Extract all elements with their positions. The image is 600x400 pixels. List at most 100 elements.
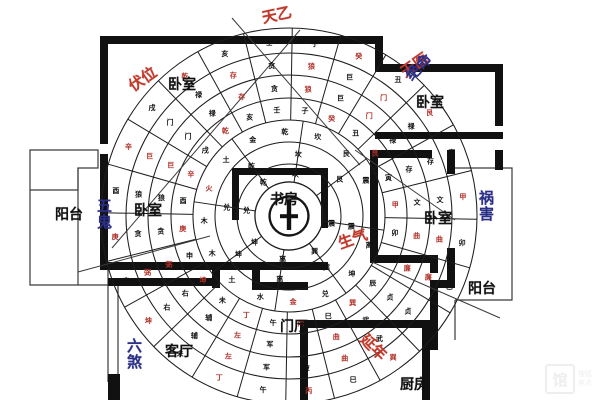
- ring-mid3-cell-2: 癸: [327, 114, 336, 123]
- ring-outer-cell-2: 癸: [354, 52, 363, 61]
- ring-inner-cell-14: 土: [223, 155, 230, 164]
- ring-mid3-cell-6: 甲: [392, 201, 399, 209]
- ring-middle-cell-0: 贪: [267, 61, 276, 70]
- watermark-glyph: 馆: [545, 364, 575, 394]
- ring-middle-cell-15: 辅: [191, 331, 198, 340]
- ring-outer-cell-11: 巳: [350, 376, 357, 384]
- star-huohai-right: 祸害: [477, 190, 495, 222]
- ring-mid2-cell-1: 狼: [305, 84, 313, 93]
- ring-mid2-cell-7: 曲: [413, 231, 420, 240]
- ring-inner-cell-10: 土: [228, 275, 235, 284]
- ring-mid3-cell-17: 申: [186, 251, 193, 260]
- ring-mid3-cell-10: 巽: [349, 298, 356, 307]
- ring-outer-cell-0: 壬: [266, 38, 273, 47]
- ring-middle-cell-10: 武: [376, 334, 383, 343]
- watermark-line1: 搜狐: [578, 370, 592, 379]
- ring-middle-cell-11: 曲: [341, 353, 348, 362]
- ring-middle-cell-8: 廉: [425, 273, 432, 282]
- ring-outer-cell-23: 亥: [221, 49, 228, 58]
- ring-inner-cell-15: 金: [248, 135, 257, 144]
- ring-mid2-cell-10: 武: [362, 316, 369, 325]
- ring-mid3-cell-20: 辛: [187, 169, 194, 178]
- ring-middle-cell-4: 禄: [407, 122, 416, 131]
- ring-mid2-cell-15: 辅: [205, 313, 212, 322]
- ring-core2-cell-7: 乾: [260, 177, 267, 186]
- ring-mid3-cell-15: 未: [219, 296, 227, 305]
- ring-mid3-cell-5: 寅: [385, 173, 392, 182]
- ring-middle-cell-14: 左: [224, 351, 232, 360]
- ring-mid3-cell-22: 乾: [222, 126, 229, 135]
- ring-outer-cell-10: 巽: [390, 353, 397, 362]
- ring-middle-cell-13: 军: [263, 362, 270, 371]
- ring-middle-cell-3: 门: [380, 93, 387, 102]
- ring-mid2-cell-9: 贞: [386, 292, 393, 301]
- ring-core2-cell-4: 离: [279, 255, 286, 264]
- ring-core2-cell-3: 巽: [311, 247, 318, 256]
- ring-mid3-cell-1: 子: [301, 107, 308, 115]
- ring-inner-cell-4: 巽: [370, 208, 377, 217]
- ring-mid2-cell-2: 巨: [337, 95, 344, 103]
- ring-inner-cell-7: 兑: [322, 289, 329, 298]
- ring-mid3-cell-16: 坤: [199, 276, 206, 285]
- ring-core2-cell-0: 坎: [292, 169, 300, 178]
- ring-inner-cell-0: 乾: [281, 127, 288, 136]
- sight-lines: [77, 17, 501, 319]
- ring-mid3-cell-8: 乙: [384, 256, 391, 264]
- ring-middle-cell-22: 禄: [194, 90, 203, 99]
- ring-middle-cell-1: 狼: [308, 62, 316, 71]
- ring-inner-cell-9: 水: [257, 292, 265, 301]
- ring-mid2-cell-23: 存: [238, 92, 245, 101]
- room-bedroom-e: 卧室: [424, 211, 452, 227]
- compass-needle: [269, 196, 309, 236]
- ring-mid2-cell-0: 贪: [270, 84, 279, 93]
- room-kitchen: 厨房: [400, 377, 428, 393]
- room-living: 客厅: [165, 344, 193, 360]
- ring-mid3-cell-12: 丙: [298, 319, 305, 327]
- ring-core-cell-5: 坤: [235, 249, 242, 258]
- ring-outer-cell-13: 午: [260, 385, 267, 394]
- ring-middle-cell-16: 右: [162, 302, 170, 311]
- ring-outer-cell-6: 甲: [459, 193, 466, 201]
- ring-mid2-cell-18: 贪: [156, 227, 165, 236]
- ring-mid2-cell-4: 禄: [388, 135, 397, 144]
- ring-inner-cell-11: 木: [208, 248, 217, 257]
- ring-outer-cell-16: 坤: [145, 316, 152, 325]
- ring-outer-cell-17: 申: [123, 276, 130, 285]
- ring-core-cell-4: 离: [276, 274, 283, 283]
- ring-core2-cell-6: 兑: [243, 206, 250, 215]
- room-balcony-right: 阳台: [468, 281, 496, 297]
- ring-mid2-cell-20: 巨: [167, 162, 174, 170]
- ring-outer-cell-4: 艮: [426, 108, 434, 117]
- ring-mid2-cell-11: 曲: [333, 332, 340, 341]
- ring-outer-cell-22: 乾: [181, 71, 188, 80]
- ring-inner-cell-5: 离: [365, 241, 372, 250]
- luopan-compass: [100, 27, 478, 400]
- watermark-line2: 焦点: [578, 379, 592, 387]
- ring-core-cell-7: 乾: [248, 161, 255, 170]
- ring-core2-cell-5: 坤: [251, 238, 258, 247]
- ring-inner-cell-1: 坎: [314, 132, 322, 141]
- room-bedroom-nw: 卧室: [168, 77, 196, 93]
- ring-middle-cell-6: 文: [437, 195, 445, 204]
- ring-core-cell-3: 巽: [323, 263, 330, 272]
- ring-mid3-cell-21: 戌: [202, 145, 209, 154]
- ring-mid2-cell-3: 门: [366, 111, 373, 120]
- ring-core-cell-0: 坎: [295, 150, 303, 159]
- ring-mid2-cell-6: 文: [414, 197, 422, 206]
- ring-inner-cell-13: 火: [206, 184, 214, 192]
- ring-mid3-cell-3: 丑: [352, 129, 359, 137]
- ring-middle-cell-21: 门: [167, 117, 174, 126]
- ring-mid2-cell-22: 禄: [208, 108, 217, 117]
- ring-mid3-cell-13: 午: [270, 318, 277, 327]
- ring-mid2-cell-8: 廉: [404, 263, 411, 272]
- site-watermark: 馆 搜狐 焦点: [545, 364, 592, 394]
- ring-middle-cell-17: 弼: [144, 268, 151, 277]
- ring-outer-cell-1: 子: [311, 40, 318, 48]
- ring-inner-cell-12: 木: [200, 216, 209, 225]
- ring-outer-cell-18: 庚: [112, 232, 119, 241]
- ring-middle-cell-19: 狼: [135, 190, 143, 199]
- ring-outer-cell-5: 寅: [448, 148, 455, 157]
- ring-mid3-cell-9: 辰: [369, 280, 377, 288]
- ring-middle-cell-20: 巨: [146, 152, 153, 160]
